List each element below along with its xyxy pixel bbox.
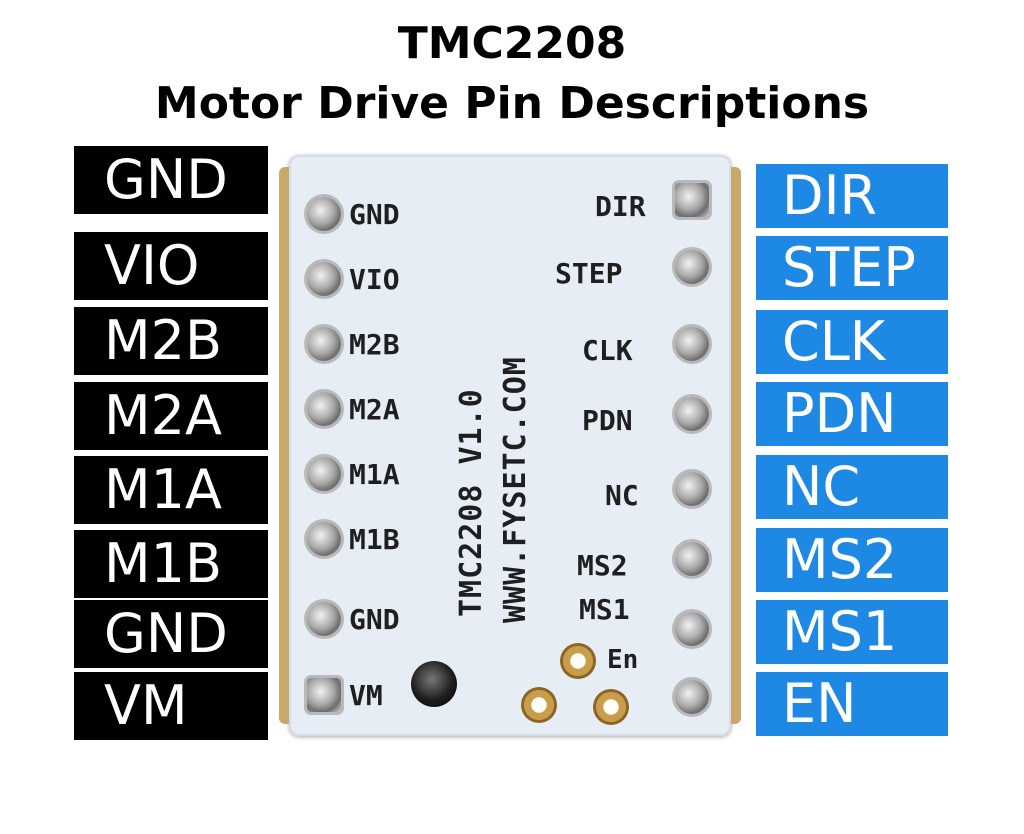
silk-left-label: M1A	[349, 458, 400, 491]
right-pin-label: MS2	[756, 528, 948, 592]
silk-en: En	[607, 645, 639, 675]
pin-header-right	[675, 542, 709, 576]
pin-header-right	[675, 183, 709, 217]
board-edge-left	[279, 167, 289, 724]
board-website-text: WWW.FYSETC.COM	[498, 356, 533, 623]
pin-header-left	[307, 392, 341, 426]
right-pin-label: EN	[756, 672, 948, 736]
pin-header-left	[307, 602, 341, 636]
left-pin-label: M1B	[74, 530, 268, 598]
pin-header-right	[675, 472, 709, 506]
silk-right-label: MS2	[577, 549, 628, 582]
silk-right-label: CLK	[582, 334, 633, 367]
silk-left-label: VM	[349, 679, 383, 712]
silk-left-label: VIO	[349, 263, 400, 296]
right-pin-label: STEP	[756, 236, 948, 300]
right-pin-label: MS1	[756, 600, 948, 664]
silk-right-label: NC	[605, 479, 639, 512]
pin-header-right	[675, 612, 709, 646]
pin-header-left	[307, 262, 341, 296]
driver-board: TMC2208 V1.0 WWW.FYSETC.COM En GND VIO M2B…	[279, 155, 741, 736]
left-pin-label: GND	[74, 600, 268, 668]
silk-right-label: PDN	[582, 404, 633, 437]
right-pin-label: CLK	[756, 310, 948, 374]
left-pin-label: M2B	[74, 307, 268, 375]
left-pin-label: M2A	[74, 382, 268, 450]
solder-pad	[593, 689, 629, 725]
pin-header-left	[307, 522, 341, 556]
pin-header-right	[675, 680, 709, 714]
left-pin-label: M1A	[74, 456, 268, 524]
left-pin-label: VIO	[74, 232, 268, 300]
right-pin-label: DIR	[756, 164, 948, 228]
title-line-1: TMC2208	[397, 18, 627, 69]
board-model-text: TMC2208 V1.0	[454, 388, 489, 617]
right-pin-label: PDN	[756, 382, 948, 446]
pin-header-right	[675, 327, 709, 361]
pin-header-right	[675, 397, 709, 431]
solder-pad	[560, 643, 596, 679]
board-edge-right	[731, 167, 741, 724]
left-pin-label: GND	[74, 146, 268, 214]
silk-left-label: M1B	[349, 523, 400, 556]
mounting-hole	[411, 661, 457, 707]
silk-right-label: STEP	[555, 257, 623, 290]
solder-pad	[521, 687, 557, 723]
title-line-2: Motor Drive Pin Descriptions	[154, 78, 870, 129]
silk-left-label: M2A	[349, 393, 400, 426]
right-pin-label: NC	[756, 455, 948, 519]
silk-left-label: M2B	[349, 328, 400, 361]
silk-left-label: GND	[349, 198, 400, 231]
pin-header-left	[307, 327, 341, 361]
pin-header-left	[307, 197, 341, 231]
silk-right-label: MS1	[579, 593, 630, 626]
silk-right-label: DIR	[595, 190, 646, 223]
silk-left-label: GND	[349, 603, 400, 636]
pin-header-right	[675, 250, 709, 284]
left-pin-label: VM	[74, 672, 268, 740]
pin-header-left	[307, 457, 341, 491]
pin-header-left	[307, 678, 341, 712]
